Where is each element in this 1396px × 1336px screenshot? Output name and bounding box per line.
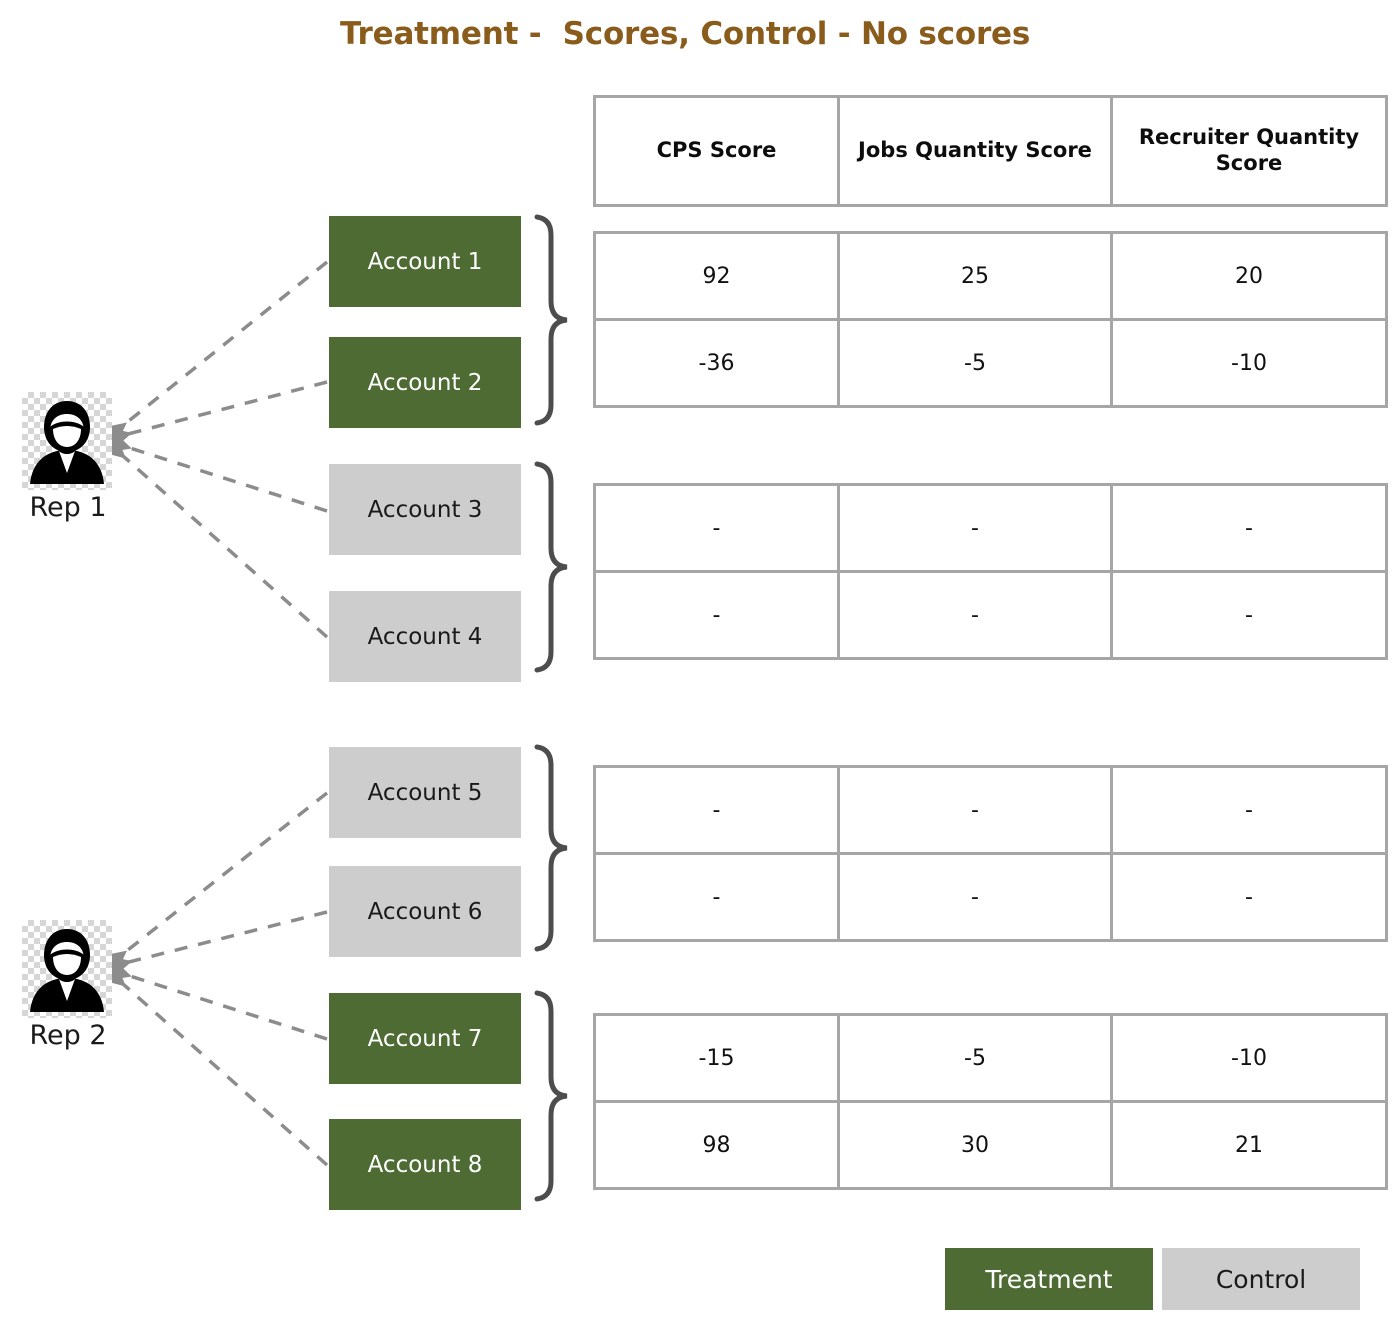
cell-recruiter-quantity: -10 [1110,318,1388,408]
cell-cps: - [593,483,840,573]
connector-rep1-account4 [91,425,329,639]
score-table-rep2-control: - - - - - - [593,765,1388,942]
account-label: Account 5 [367,779,483,806]
connector-rep1-account1 [92,260,329,455]
column-header-jobs-quantity: Jobs Quantity Score [837,95,1113,207]
account-box-7[interactable]: Account 7 [329,993,521,1084]
person-female-icon [30,401,104,484]
legend-control: Control [1162,1248,1360,1310]
account-box-6[interactable]: Account 6 [329,866,521,957]
cell-cps: -36 [593,318,840,408]
connector-rep1-account2 [97,380,328,457]
cell-jobs-quantity: - [837,852,1113,942]
account-box-1[interactable]: Account 1 [329,216,521,307]
account-box-8[interactable]: Account 8 [329,1119,521,1210]
cell-jobs-quantity: - [837,765,1113,855]
cell-cps: - [593,570,840,660]
table-row: - - - [593,765,1388,855]
cell-recruiter-quantity: - [1110,852,1388,942]
cell-recruiter-quantity: 20 [1110,231,1388,321]
account-label: Account 7 [367,1025,483,1052]
cell-cps: - [593,852,840,942]
cell-cps: 92 [593,231,840,321]
account-box-5[interactable]: Account 5 [329,747,521,838]
account-box-3[interactable]: Account 3 [329,464,521,555]
score-table-header: CPS Score Jobs Quantity Score Recruiter … [593,95,1388,207]
cell-cps: 98 [593,1100,840,1190]
cell-cps: - [593,765,840,855]
brace-rep1-treatment [534,214,568,426]
rep-label: Rep 1 [29,492,107,523]
connector-rep2-account8 [91,953,329,1167]
score-table-rep1-control: - - - - - - [593,483,1388,660]
table-row: - - - [593,483,1388,573]
account-label: Account 2 [367,369,483,396]
cell-jobs-quantity: 30 [837,1100,1113,1190]
score-table-rep1-treatment: 92 25 20 -36 -5 -10 [593,231,1388,408]
column-header-recruiter-quantity: Recruiter Quantity Score [1110,95,1388,207]
table-header-row: CPS Score Jobs Quantity Score Recruiter … [593,95,1388,207]
connector-rep2-account6 [97,910,328,985]
brace-rep2-control [534,744,568,952]
connector-rep2-account7 [96,951,328,1041]
table-row: 92 25 20 [593,231,1388,321]
table-row: 98 30 21 [593,1100,1388,1190]
brace-rep2-treatment [534,990,568,1202]
cell-recruiter-quantity: - [1110,483,1388,573]
person-female-icon [30,929,104,1012]
cell-jobs-quantity: -5 [837,318,1113,408]
cell-recruiter-quantity: 21 [1110,1100,1388,1190]
cell-jobs-quantity: - [837,570,1113,660]
legend-treatment-label: Treatment [985,1264,1113,1294]
connector-rep2-account5 [92,791,329,983]
account-label: Account 6 [367,898,483,925]
rep-label: Rep 2 [29,1020,107,1051]
account-label: Account 4 [367,623,483,650]
cell-jobs-quantity: -5 [837,1013,1113,1103]
table-row: - - - [593,570,1388,660]
table-row: -36 -5 -10 [593,318,1388,408]
account-label: Account 3 [367,496,483,523]
account-label: Account 8 [367,1151,483,1178]
legend-control-label: Control [1215,1264,1307,1294]
account-box-2[interactable]: Account 2 [329,337,521,428]
cell-cps: -15 [593,1013,840,1103]
table-row: -15 -5 -10 [593,1013,1388,1103]
legend-treatment: Treatment [945,1248,1153,1310]
cell-recruiter-quantity: -10 [1110,1013,1388,1103]
score-table-rep2-treatment: -15 -5 -10 98 30 21 [593,1013,1388,1190]
avatar-rep2: Rep 2 [22,920,112,1051]
avatar-rep1: Rep 1 [22,392,112,523]
column-header-cps: CPS Score [593,95,840,207]
cell-jobs-quantity: 25 [837,231,1113,321]
page-title: Treatment - Scores, Control - No scores [340,16,1031,52]
brace-rep1-control [534,461,568,673]
table-row: - - - [593,852,1388,942]
account-label: Account 1 [367,248,483,275]
cell-recruiter-quantity: - [1110,765,1388,855]
account-box-4[interactable]: Account 4 [329,591,521,682]
cell-jobs-quantity: - [837,483,1113,573]
connector-rep1-account3 [96,423,328,513]
cell-recruiter-quantity: - [1110,570,1388,660]
